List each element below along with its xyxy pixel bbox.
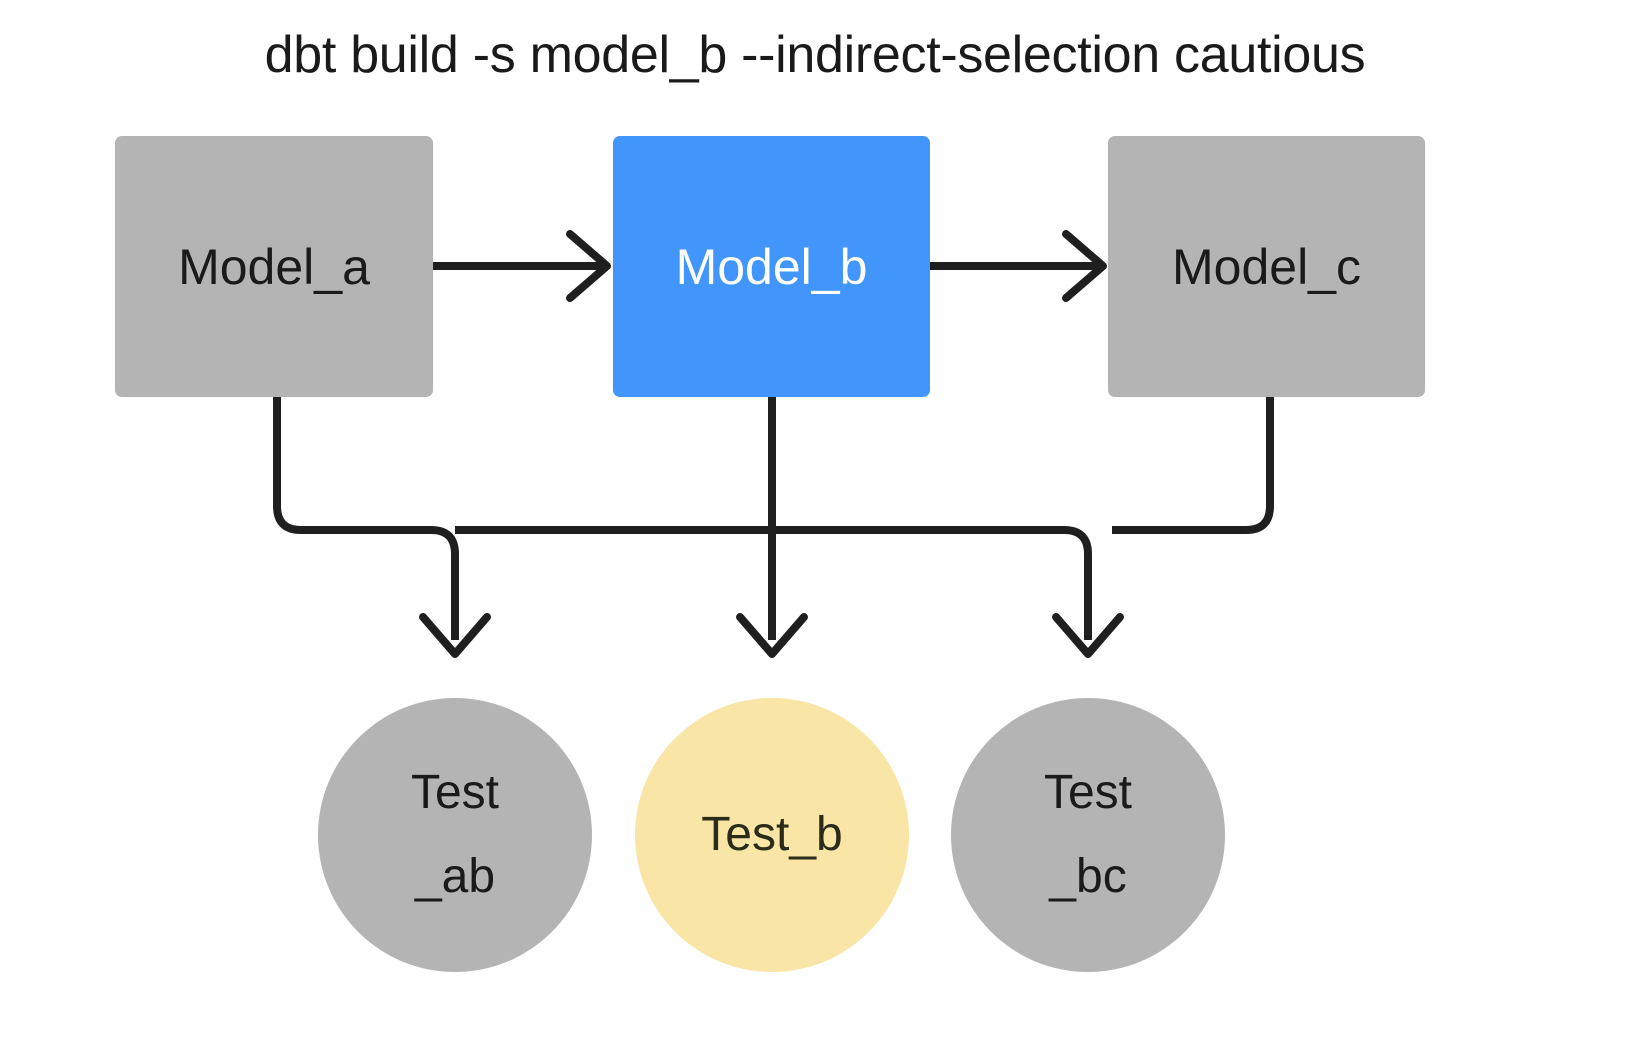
model-label-model-a: Model_a xyxy=(178,238,370,295)
model-label-model-c: Model_c xyxy=(1172,238,1361,295)
edge-model-a-to-trunk xyxy=(273,397,431,534)
test-node-test-ab[interactable]: Test _ab xyxy=(318,698,592,972)
test-label-test-bc: Test _bc xyxy=(1043,766,1133,903)
page-title: dbt build -s model_b --indirect-selectio… xyxy=(264,26,1366,84)
model-label-model-b: Model_b xyxy=(675,238,868,295)
arrowhead-test-bc-icon xyxy=(1052,613,1124,658)
model-node-model-a[interactable]: Model_a xyxy=(115,136,433,397)
arrowhead-test-ab-icon xyxy=(419,613,491,658)
test-label-test-b: Test_b xyxy=(701,808,843,861)
edge-model-c-to-trunk xyxy=(1112,397,1274,534)
model-node-model-b[interactable]: Model_b xyxy=(613,136,930,397)
edge-trunk-to-test-ab xyxy=(430,526,459,640)
arrowhead-model-a-to-model-b-icon xyxy=(566,230,611,302)
test-label-test-ab: Test _ab xyxy=(410,766,500,903)
model-node-model-c[interactable]: Model_c xyxy=(1108,136,1425,397)
arrowhead-model-b-to-model-c-icon xyxy=(1062,230,1107,302)
edge-trunk-to-test-bc xyxy=(772,526,1092,640)
arrowhead-test-b-icon xyxy=(736,613,808,658)
test-node-test-bc[interactable]: Test _bc xyxy=(951,698,1225,972)
test-node-test-b[interactable]: Test_b xyxy=(635,698,909,972)
